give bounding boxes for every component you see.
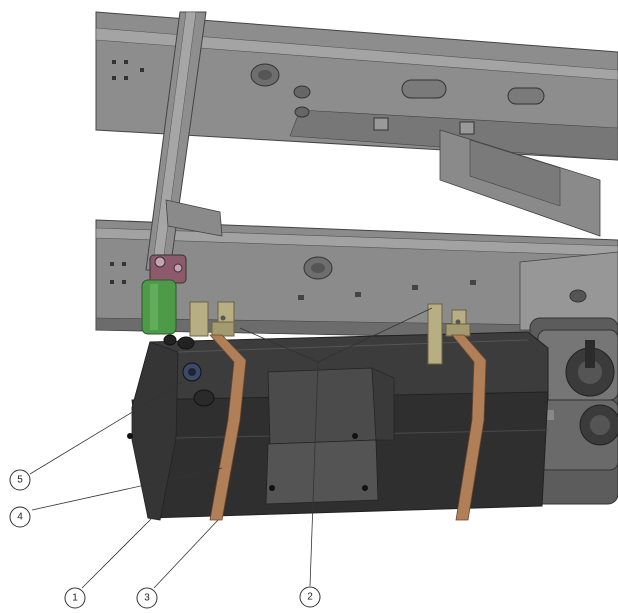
leader-3	[153, 519, 219, 589]
callout-5-label: 5	[17, 475, 23, 486]
leader-4	[31, 467, 223, 511]
leader-lines	[29, 307, 433, 589]
filler-caps	[163, 334, 215, 407]
callout-2-label: 2	[307, 592, 313, 603]
filler-bracket-arm	[145, 11, 223, 271]
mounting-brackets	[189, 301, 471, 365]
callout-4-label: 4	[17, 512, 23, 523]
callout-1: 1	[64, 587, 86, 609]
callout-5: 5	[9, 469, 31, 491]
tank-straps	[209, 334, 487, 521]
leader-2a	[309, 361, 319, 587]
leader-2c	[317, 307, 433, 363]
callout-4: 4	[9, 506, 31, 528]
upper-frame-rail	[95, 11, 618, 161]
callout-1-label: 1	[72, 593, 78, 604]
callout-3: 3	[136, 587, 158, 609]
aux-housing	[529, 317, 618, 505]
leader-5	[29, 381, 183, 475]
callout-2: 2	[299, 586, 321, 608]
leader-2b	[239, 327, 319, 363]
callout-3-label: 3	[144, 593, 150, 604]
leader-1	[81, 517, 153, 589]
fuel-filter	[141, 254, 187, 335]
